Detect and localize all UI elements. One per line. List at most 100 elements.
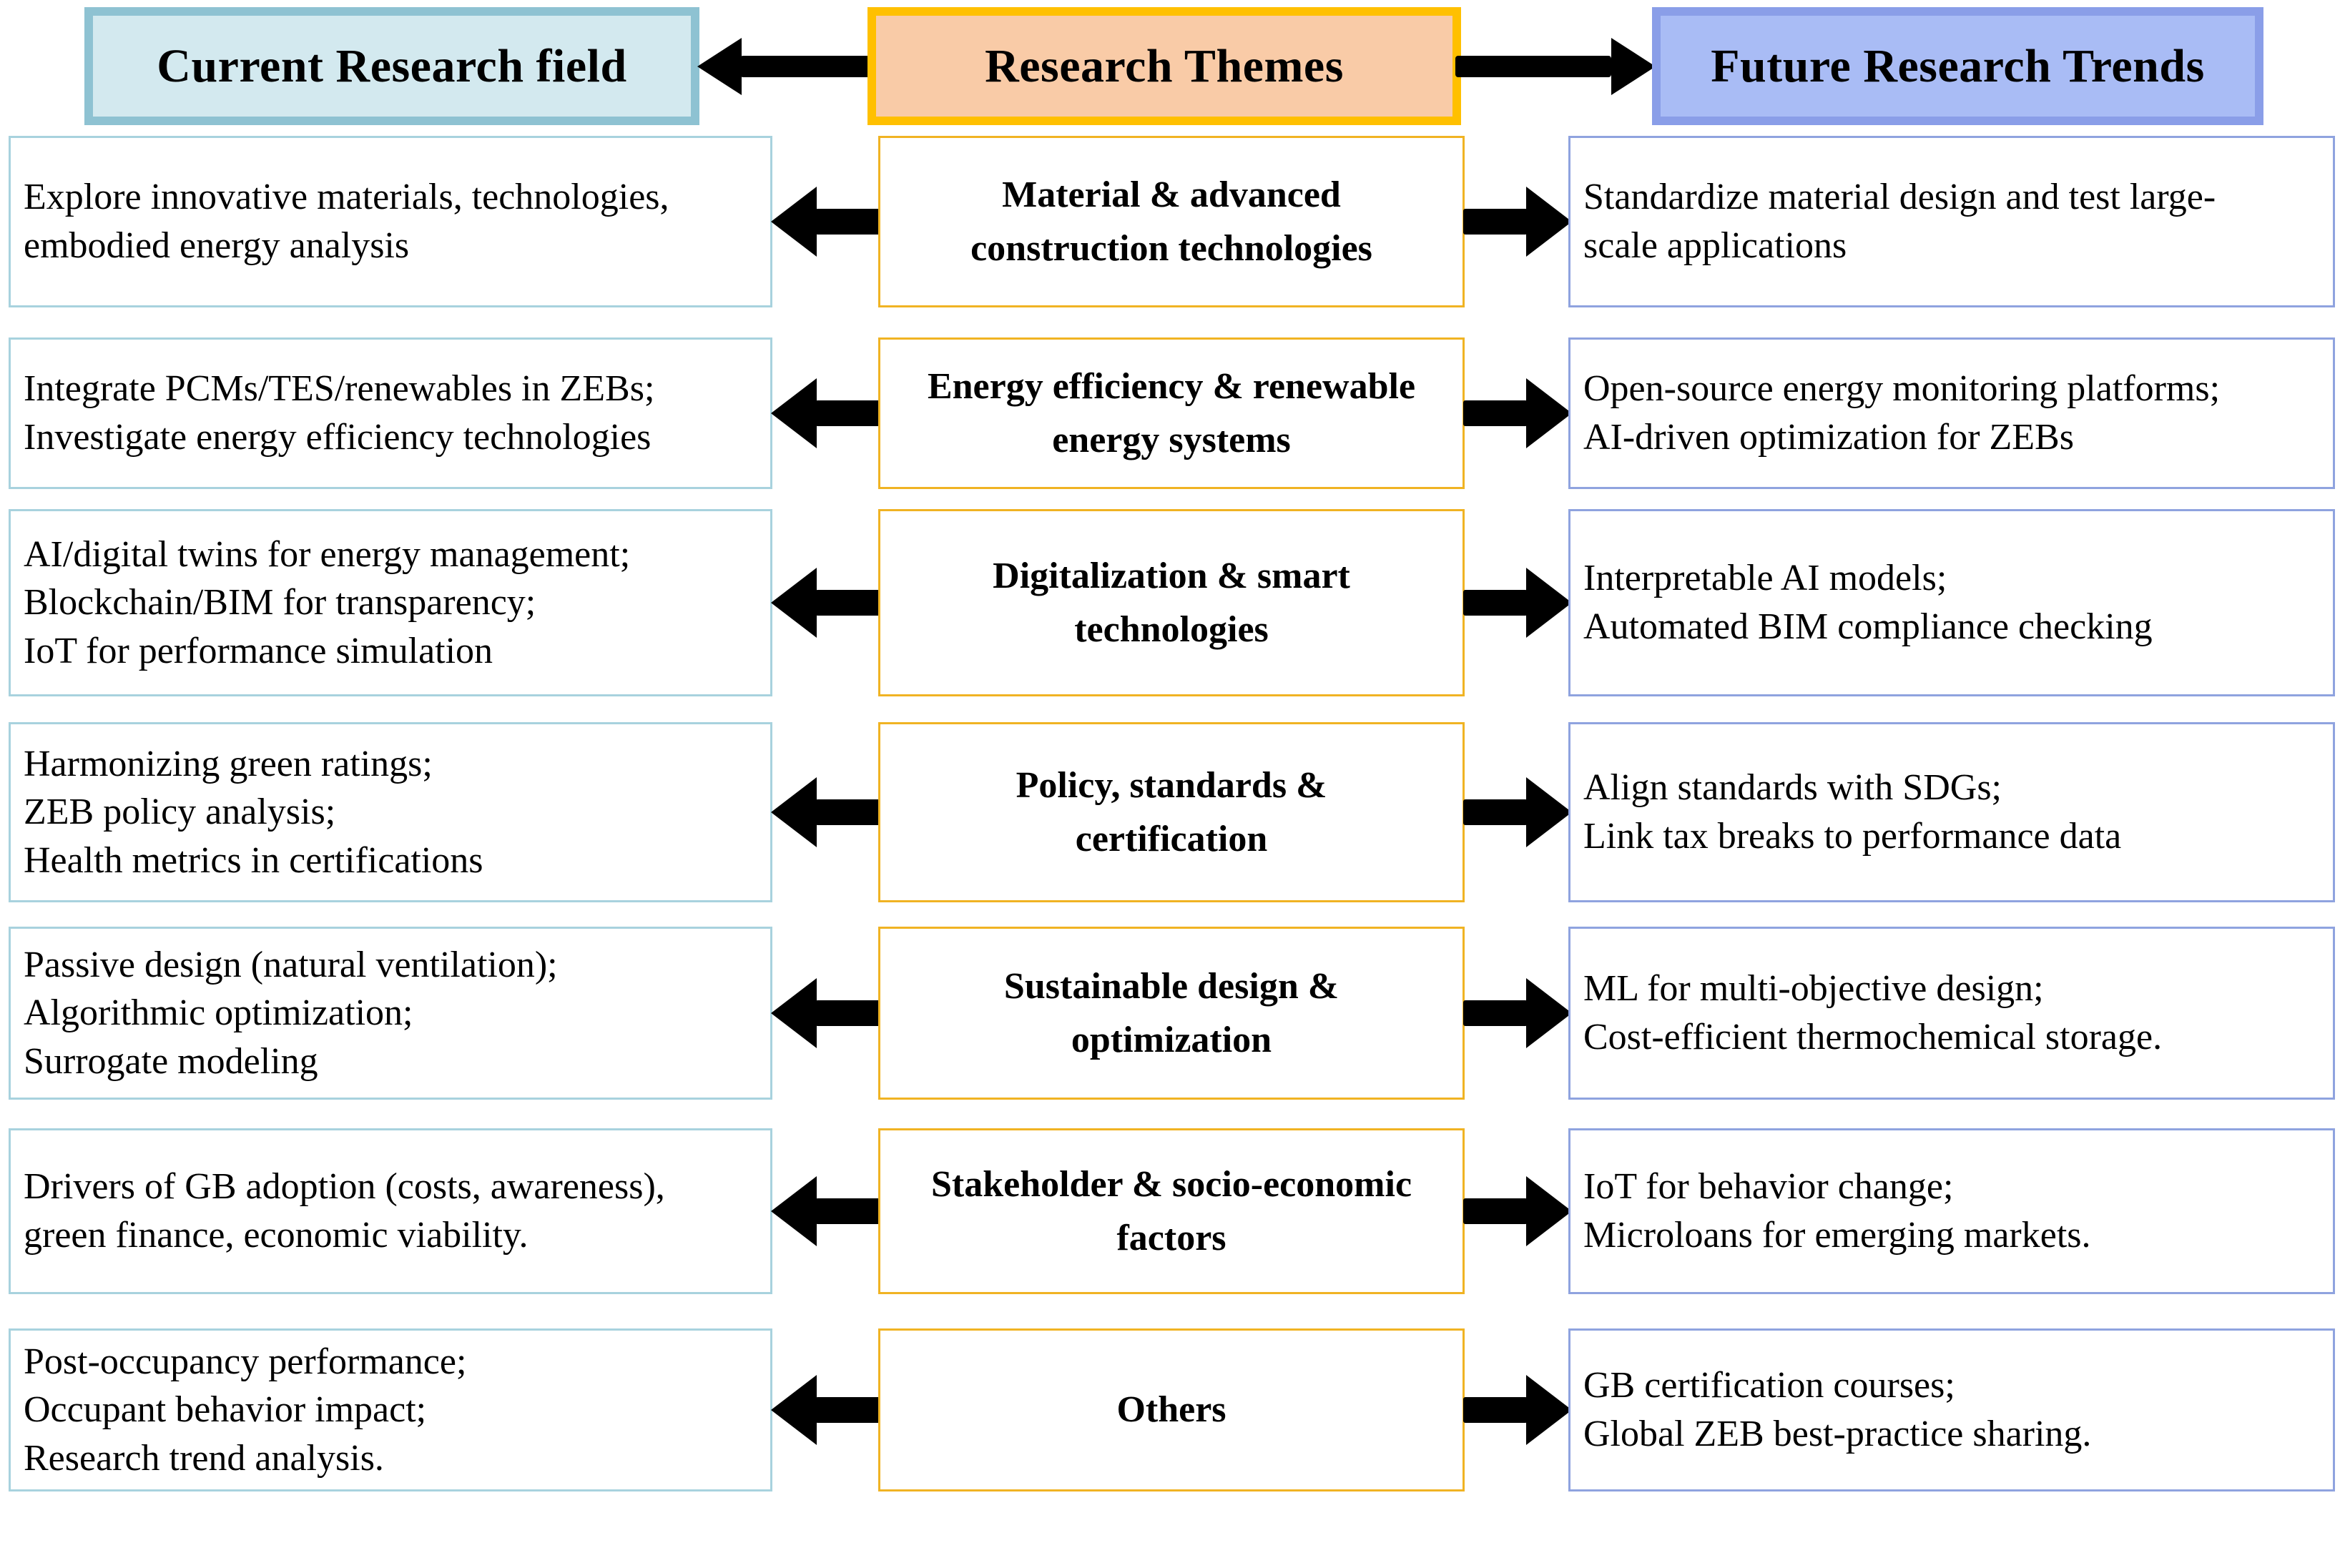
arrow-theme-to-current-icon [771, 1375, 881, 1445]
text-line: Policy, standards & [1016, 764, 1327, 806]
current-research-field-box-4[interactable]: Harmonizing green ratings; ZEB policy ana… [9, 722, 772, 902]
current-research-field-box-3[interactable]: AI/digital twins for energy management; B… [9, 509, 772, 696]
current-research-field-box-6[interactable]: Drivers of GB adoption (costs, awareness… [9, 1128, 772, 1294]
text-line: Research trend analysis. [24, 1437, 384, 1479]
future-research-trends-box-3[interactable]: Interpretable AI models; Automated BIM co… [1568, 509, 2335, 696]
future-research-trends-box-4[interactable]: Align standards with SDGs; Link tax break… [1568, 722, 2335, 902]
future-research-trends-box-1[interactable]: Standardize material design and test lar… [1568, 136, 2335, 307]
research-theme-box-4[interactable]: Policy, standards &certification [878, 722, 1465, 902]
research-theme-box-7[interactable]: Others [878, 1328, 1465, 1491]
arrow-themes-to-current-icon [697, 38, 872, 95]
arrow-theme-to-future-icon [1463, 187, 1572, 257]
arrowhead-left-icon [771, 568, 817, 638]
text-line: Others [1116, 1389, 1226, 1431]
arrow-theme-to-future-icon [1463, 378, 1572, 448]
text-line: Material & advanced [1002, 174, 1341, 215]
header-current-research-field[interactable]: Current Research field [84, 7, 699, 125]
header-future-research-trends[interactable]: Future Research Trends [1652, 7, 2263, 125]
arrow-shaft [815, 590, 881, 616]
header-current-inner: Current Research field [93, 16, 691, 117]
text-line: Occupant behavior impact; [24, 1389, 427, 1431]
text-line: Explore innovative materials, technologi… [24, 177, 669, 218]
text-line: scale applications [1583, 225, 1847, 266]
text-line: Integrate PCMs/TES/renewables in ZEBs; [24, 368, 655, 410]
arrow-theme-to-current-icon [771, 978, 881, 1048]
text-line: optimization [1071, 1020, 1272, 1060]
arrowhead-left-icon [771, 1375, 817, 1445]
arrow-shaft [815, 400, 881, 426]
header-future-inner: Future Research Trends [1661, 16, 2255, 117]
arrow-shaft [1463, 400, 1528, 426]
text-line: Digitalization & smart [993, 555, 1350, 596]
future-research-trends-box-7[interactable]: GB certification courses; Global ZEB best… [1568, 1328, 2335, 1491]
arrowhead-right-icon [1526, 1375, 1572, 1445]
current-research-field-box-5[interactable]: Passive design (natural ventilation); Alg… [9, 927, 772, 1100]
arrowhead-right-icon [1526, 568, 1572, 638]
text-line: IoT for performance simulation [24, 630, 493, 671]
arrow-shaft [1463, 1198, 1528, 1224]
text-line: technologies [1074, 609, 1269, 650]
arrowhead-left-icon [771, 777, 817, 847]
theme-row: Explore innovative materials, technologi… [0, 136, 2345, 307]
theme-row: Drivers of GB adoption (costs, awareness… [0, 1128, 2345, 1294]
future-research-trends-box-5[interactable]: ML for multi-objective design;Cost-effic… [1568, 927, 2335, 1100]
text-line: ZEB policy analysis; [24, 792, 336, 833]
text-line: Global ZEB best-practice sharing. [1583, 1414, 2092, 1454]
arrow-theme-to-future-icon [1463, 568, 1572, 638]
research-theme-box-2[interactable]: Energy efficiency & renewable energy syst… [878, 337, 1465, 489]
header-current-label: Current Research field [157, 39, 627, 92]
arrowhead-left-icon [771, 378, 817, 448]
arrow-shaft [815, 1198, 881, 1224]
arrow-shaft [1463, 1397, 1528, 1423]
arrowhead-left-icon [771, 978, 817, 1048]
arrow-themes-to-future-icon [1455, 38, 1656, 95]
theme-row: Harmonizing green ratings; ZEB policy ana… [0, 722, 2345, 902]
theme-row: Passive design (natural ventilation); Alg… [0, 927, 2345, 1100]
text-line: embodied energy analysis [24, 225, 410, 266]
arrow-theme-to-current-icon [771, 187, 881, 257]
text-line: Passive design (natural ventilation); [24, 944, 558, 985]
theme-row: AI/digital twins for energy management; B… [0, 509, 2345, 696]
current-research-field-box-2[interactable]: Integrate PCMs/TES/renewables in ZEBs;In… [9, 337, 772, 489]
arrowhead-right-icon [1526, 978, 1572, 1048]
arrow-theme-to-future-icon [1463, 777, 1572, 847]
text-line: Automated BIM compliance checking [1583, 606, 2153, 647]
text-line: Blockchain/BIM for transparency; [24, 582, 536, 623]
arrow-shaft [1463, 209, 1528, 235]
text-line: AI/digital twins for energy management; [24, 533, 631, 575]
theme-row: Integrate PCMs/TES/renewables in ZEBs;In… [0, 337, 2345, 489]
research-theme-box-6[interactable]: Stakeholder & socio-economic factors [878, 1128, 1465, 1294]
text-line: Interpretable AI models; [1583, 558, 1947, 599]
header-themes-label: Research Themes [985, 39, 1344, 92]
header-research-themes[interactable]: Research Themes [867, 7, 1461, 125]
arrowhead-right-icon [1526, 777, 1572, 847]
text-line: energy systems [1052, 420, 1291, 460]
theme-rows-grid: Explore innovative materials, technologi… [0, 136, 2345, 1568]
future-research-trends-box-6[interactable]: IoT for behavior change;Microloans for e… [1568, 1128, 2335, 1294]
text-line: factors [1116, 1218, 1226, 1258]
future-research-trends-box-2[interactable]: Open-source energy monitoring platforms;… [1568, 337, 2335, 489]
arrowhead-right-icon [1526, 1176, 1572, 1246]
arrow-shaft [815, 1397, 881, 1423]
text-line: IoT for behavior change; [1583, 1166, 1954, 1208]
text-line: Health metrics in certifications [24, 839, 483, 881]
text-line: Sustainable design & [1003, 965, 1339, 1007]
research-theme-box-5[interactable]: Sustainable design & optimization [878, 927, 1465, 1100]
arrow-shaft [815, 1000, 881, 1026]
text-line: Harmonizing green ratings; [24, 743, 433, 784]
arrow-shaft [1463, 799, 1528, 825]
text-line: green finance, economic viability. [24, 1215, 529, 1256]
text-line: GB certification courses; [1583, 1365, 1955, 1406]
text-line: Post-occupancy performance; [24, 1341, 467, 1382]
text-line: Link tax breaks to performance data [1583, 816, 2122, 857]
text-line: Align standards with SDGs; [1583, 767, 2002, 809]
current-research-field-box-7[interactable]: Post-occupancy performance; Occupant beha… [9, 1328, 772, 1491]
text-line: Energy efficiency & renewable [927, 365, 1416, 407]
current-research-field-box-1[interactable]: Explore innovative materials, technologi… [9, 136, 772, 307]
research-theme-box-3[interactable]: Digitalization & smart technologies [878, 509, 1465, 696]
text-line: Stakeholder & socio-economic [930, 1163, 1412, 1205]
text-line: Algorithmic optimization; [24, 992, 413, 1034]
arrow-theme-to-future-icon [1463, 1375, 1572, 1445]
text-line: Cost-efficient thermochemical storage. [1583, 1017, 2163, 1057]
